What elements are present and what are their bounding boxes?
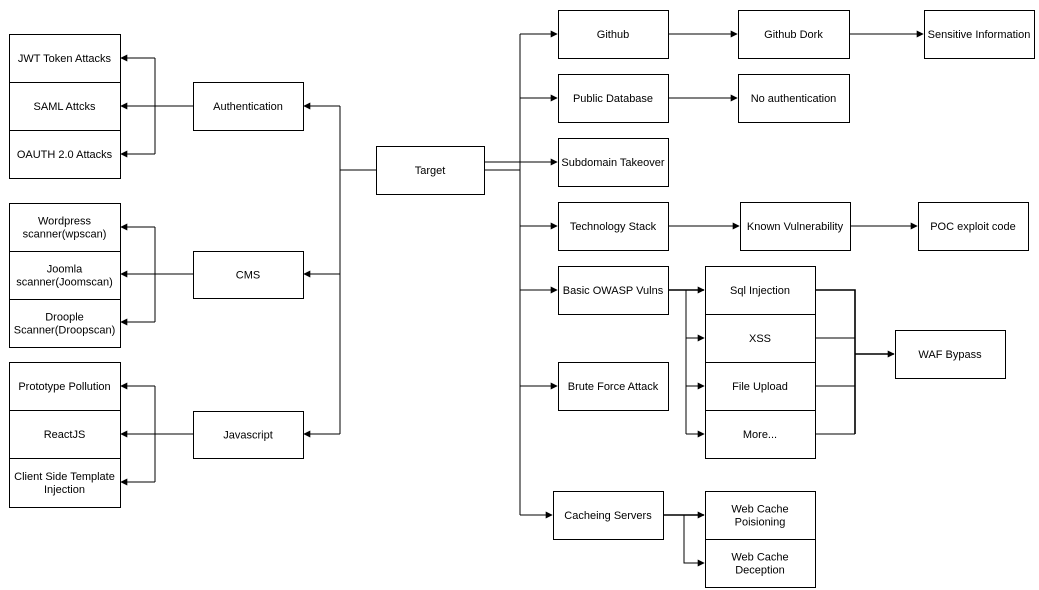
node-label-cms: CMS — [236, 270, 260, 282]
node-label-owasp: Basic OWASP Vulns — [563, 285, 664, 297]
node-box-target — [376, 146, 485, 195]
node-authentication: Authentication — [193, 82, 304, 131]
node-box-fileupload — [705, 362, 816, 411]
node-box-javascript — [193, 411, 304, 459]
node-target: Target — [376, 146, 485, 195]
node-saml: SAML Attcks — [9, 82, 121, 131]
node-prototype: Prototype Pollution — [9, 362, 121, 411]
connector-45 — [683, 515, 705, 567]
node-box-githubdork — [738, 10, 850, 59]
node-box-oauth — [9, 130, 121, 179]
node-label-poc: POC exploit code — [930, 221, 1016, 233]
node-label-xss: XSS — [749, 333, 771, 345]
node-label-saml: SAML Attcks — [34, 101, 96, 113]
node-box-joomscan — [9, 251, 121, 300]
node-box-jwt — [9, 34, 121, 83]
node-box-owasp — [558, 266, 669, 315]
node-label-github: Github — [597, 29, 629, 41]
node-box-subdomain — [558, 138, 669, 187]
node-github: Github — [558, 10, 669, 59]
node-label-publicdb: Public Database — [573, 93, 653, 105]
node-label-reactjs: ReactJS — [44, 429, 86, 441]
node-cms: CMS — [193, 251, 304, 299]
node-label-githubdork: Github Dork — [764, 29, 823, 41]
node-label-noauth: No authentication — [751, 93, 837, 105]
node-xss: XSS — [705, 314, 816, 363]
node-label-jwt: JWT Token Attacks — [18, 53, 112, 65]
node-box-github — [558, 10, 669, 59]
node-box-waf — [895, 330, 1006, 379]
node-box-saml — [9, 82, 121, 131]
node-box-cstinjection — [9, 458, 121, 508]
node-box-caching — [553, 491, 664, 540]
node-knownvuln: Known Vulnerability — [740, 202, 851, 251]
node-waf: WAF Bypass — [895, 330, 1006, 379]
node-label-oauth: OAUTH 2.0 Attacks — [17, 149, 113, 161]
node-box-prototype — [9, 362, 121, 411]
node-label-fileupload: File Upload — [732, 381, 788, 393]
node-box-wcpoison — [705, 491, 816, 540]
node-javascript: Javascript — [193, 411, 304, 459]
node-box-xss — [705, 314, 816, 363]
node-label-prototype: Prototype Pollution — [18, 381, 110, 393]
node-box-poc — [918, 202, 1029, 251]
node-label-knownvuln: Known Vulnerability — [747, 221, 844, 233]
node-label-javascript: Javascript — [223, 430, 273, 442]
node-noauth: No authentication — [738, 74, 850, 123]
node-owasp: Basic OWASP Vulns — [558, 266, 669, 315]
node-label-subdomain: Subdomain Takeover — [561, 157, 664, 169]
node-poc: POC exploit code — [918, 202, 1029, 251]
node-label-sqli: Sql Injection — [730, 285, 790, 297]
node-box-knownvuln — [740, 202, 851, 251]
node-githubdork: Github Dork — [738, 10, 850, 59]
node-box-wcdeception — [705, 539, 816, 588]
node-caching: Cacheing Servers — [553, 491, 664, 540]
node-label-more: More... — [743, 429, 777, 441]
node-sensitive: Sensitive Information — [924, 10, 1035, 59]
node-label-bruteforce: Brute Force Attack — [568, 381, 659, 393]
node-box-cms — [193, 251, 304, 299]
connector-lines — [120, 30, 924, 567]
node-techstack: Technology Stack — [558, 202, 669, 251]
node-label-target: Target — [415, 165, 446, 177]
node-label-caching: Cacheing Servers — [564, 510, 652, 522]
node-box-authentication — [193, 82, 304, 131]
node-box-sensitive — [924, 10, 1035, 59]
node-label-authentication: Authentication — [213, 101, 283, 113]
node-subdomain: Subdomain Takeover — [558, 138, 669, 187]
node-box-publicdb — [558, 74, 669, 123]
connector-39 — [815, 289, 856, 434]
node-box-noauth — [738, 74, 850, 123]
node-publicdb: Public Database — [558, 74, 669, 123]
node-label-techstack: Technology Stack — [570, 221, 657, 233]
node-more: More... — [705, 410, 816, 459]
node-box-droopscan — [9, 299, 121, 348]
node-box-more — [705, 410, 816, 459]
node-bruteforce: Brute Force Attack — [558, 362, 669, 411]
node-box-bruteforce — [558, 362, 669, 411]
node-box-wpscan — [9, 203, 121, 252]
node-box-techstack — [558, 202, 669, 251]
node-fileupload: File Upload — [705, 362, 816, 411]
node-sqli: Sql Injection — [705, 266, 816, 315]
node-label-sensitive: Sensitive Information — [928, 29, 1031, 41]
node-label-waf: WAF Bypass — [918, 349, 982, 361]
node-oauth: OAUTH 2.0 Attacks — [9, 130, 121, 179]
node-jwt: JWT Token Attacks — [9, 34, 121, 83]
node-reactjs: ReactJS — [9, 410, 121, 459]
